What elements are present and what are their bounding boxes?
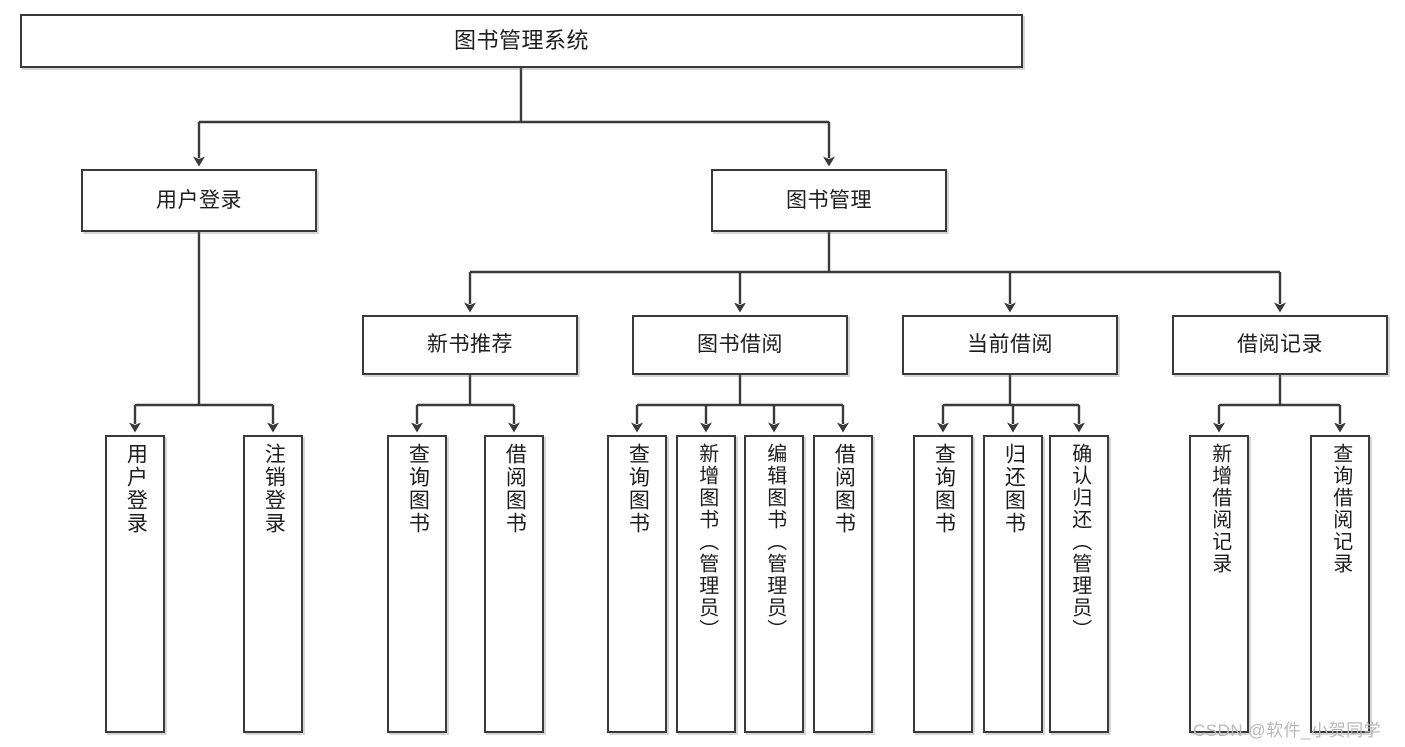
node-level3-new-book-recommend[interactable]: 新书推荐	[362, 315, 578, 375]
leaf-confirm-return-admin[interactable]: 确认归还（管理员）	[1049, 435, 1109, 733]
node-label: 用户登录	[156, 188, 242, 212]
node-level2-book-management[interactable]: 图书管理	[711, 169, 947, 232]
node-label: 注销登录	[262, 443, 286, 535]
node-label: 图书管理系统	[453, 27, 589, 53]
node-level3-current-borrow[interactable]: 当前借阅	[902, 315, 1118, 375]
csdn-watermark: CSDN @软件_小贺同学	[1193, 721, 1382, 740]
node-label: 确认归还（管理员）	[1068, 443, 1091, 641]
node-level2-user-login[interactable]: 用户登录	[81, 169, 317, 232]
node-level3-book-borrow[interactable]: 图书借阅	[632, 315, 848, 375]
node-level3-borrow-records[interactable]: 借阅记录	[1172, 315, 1388, 375]
node-label: 借阅图书	[503, 443, 527, 535]
leaf-query-borrow-record[interactable]: 查询借阅记录	[1310, 435, 1370, 733]
node-label: 图书借阅	[697, 333, 783, 357]
node-label: 归还图书	[1002, 443, 1026, 535]
leaf-borrow-book[interactable]: 借阅图书	[813, 435, 873, 733]
node-label: 借阅图书	[832, 443, 856, 535]
node-label: 图书管理	[786, 188, 872, 212]
node-label: 新增借阅记录	[1208, 443, 1231, 575]
leaf-add-borrow-record[interactable]: 新增借阅记录	[1189, 435, 1249, 733]
leaf-add-book-admin[interactable]: 新增图书（管理员）	[676, 435, 736, 733]
leaf-edit-book-admin[interactable]: 编辑图书（管理员）	[744, 435, 804, 733]
node-label: 查询借阅记录	[1329, 443, 1352, 575]
leaf-query-book-current[interactable]: 查询图书	[913, 435, 973, 733]
node-root[interactable]: 图书管理系统	[20, 14, 1023, 68]
node-label: 借阅记录	[1237, 333, 1323, 357]
node-label: 编辑图书（管理员）	[763, 443, 786, 641]
node-label: 新书推荐	[427, 333, 513, 357]
node-label: 查询图书	[626, 443, 650, 535]
node-label: 查询图书	[406, 443, 430, 535]
node-label: 查询图书	[932, 443, 956, 535]
leaf-borrow-book-recommend[interactable]: 借阅图书	[484, 435, 544, 733]
leaf-return-book[interactable]: 归还图书	[983, 435, 1043, 733]
node-label: 用户登录	[124, 443, 148, 535]
leaf-query-book-recommend[interactable]: 查询图书	[387, 435, 447, 733]
leaf-query-book-borrow[interactable]: 查询图书	[607, 435, 667, 733]
leaf-logout[interactable]: 注销登录	[243, 435, 303, 733]
node-label: 新增图书（管理员）	[695, 443, 718, 641]
node-label: 当前借阅	[967, 333, 1053, 357]
leaf-user-login[interactable]: 用户登录	[105, 435, 165, 733]
